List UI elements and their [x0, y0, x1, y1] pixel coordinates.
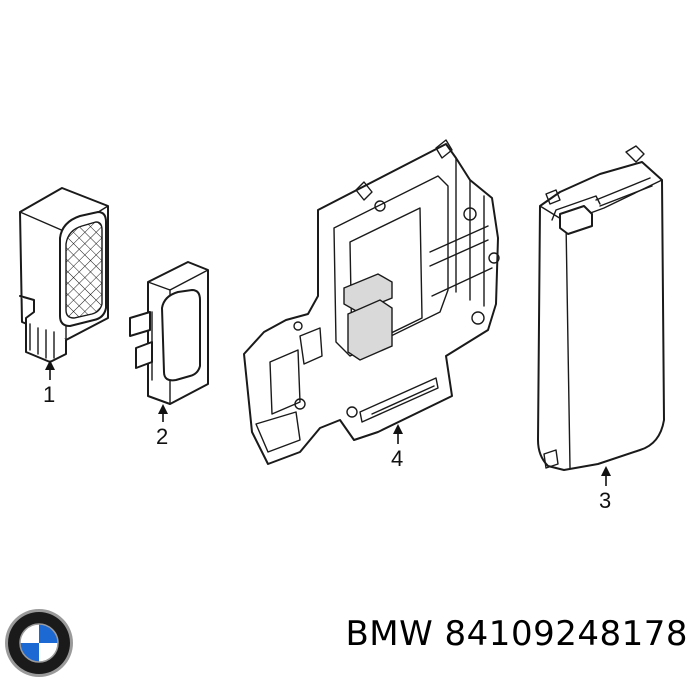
callout-1-label: 1	[43, 382, 55, 407]
callout-3: 3	[599, 466, 611, 513]
callout-1: 1	[43, 360, 55, 407]
callout-4: 4	[391, 424, 403, 471]
callout-4-label: 4	[391, 446, 403, 471]
brand-name: BMW	[345, 614, 434, 654]
part-1-module	[19, 187, 109, 363]
bmw-roundel-icon	[5, 609, 73, 677]
callout-2-label: 2	[156, 424, 168, 449]
part-number: 84109248178	[444, 614, 688, 654]
part-caption: BMW 84109248178	[345, 614, 688, 654]
callout-2: 2	[156, 404, 168, 449]
callout-3-label: 3	[599, 488, 611, 513]
part-4-bracket	[243, 139, 500, 465]
part-2-holder	[129, 261, 209, 405]
part-3-control-unit	[537, 145, 665, 471]
